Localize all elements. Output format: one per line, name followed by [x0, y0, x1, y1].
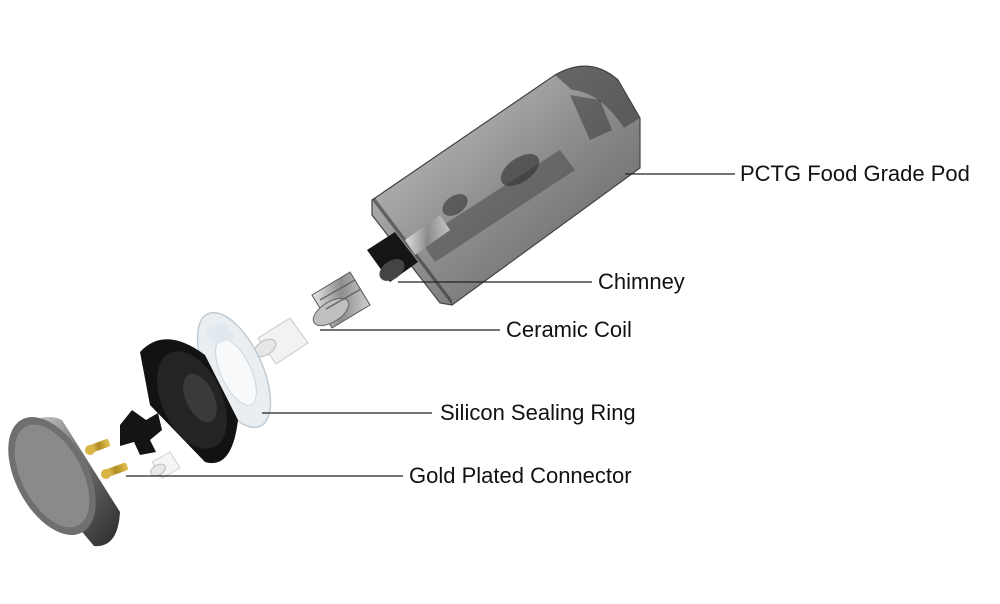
label-pod: PCTG Food Grade Pod	[740, 161, 970, 186]
label-silicon-sealing-ring: Silicon Sealing Ring	[440, 400, 636, 425]
insulator-part	[150, 451, 181, 479]
silicon-sealing-ring-part	[196, 311, 272, 429]
label-chimney: Chimney	[598, 269, 685, 294]
cross-piece-part	[120, 410, 162, 455]
gold-pins-part	[85, 439, 129, 479]
label-gold-plated-connector: Gold Plated Connector	[409, 463, 632, 488]
rubber-base-part	[140, 339, 238, 464]
chimney-part	[367, 215, 450, 282]
label-ceramic-coil: Ceramic Coil	[506, 317, 632, 342]
leader-lines	[126, 173, 735, 477]
bottom-cap-part	[8, 416, 120, 547]
ceramic-coil-part	[253, 271, 371, 365]
pod-body	[371, 65, 641, 306]
